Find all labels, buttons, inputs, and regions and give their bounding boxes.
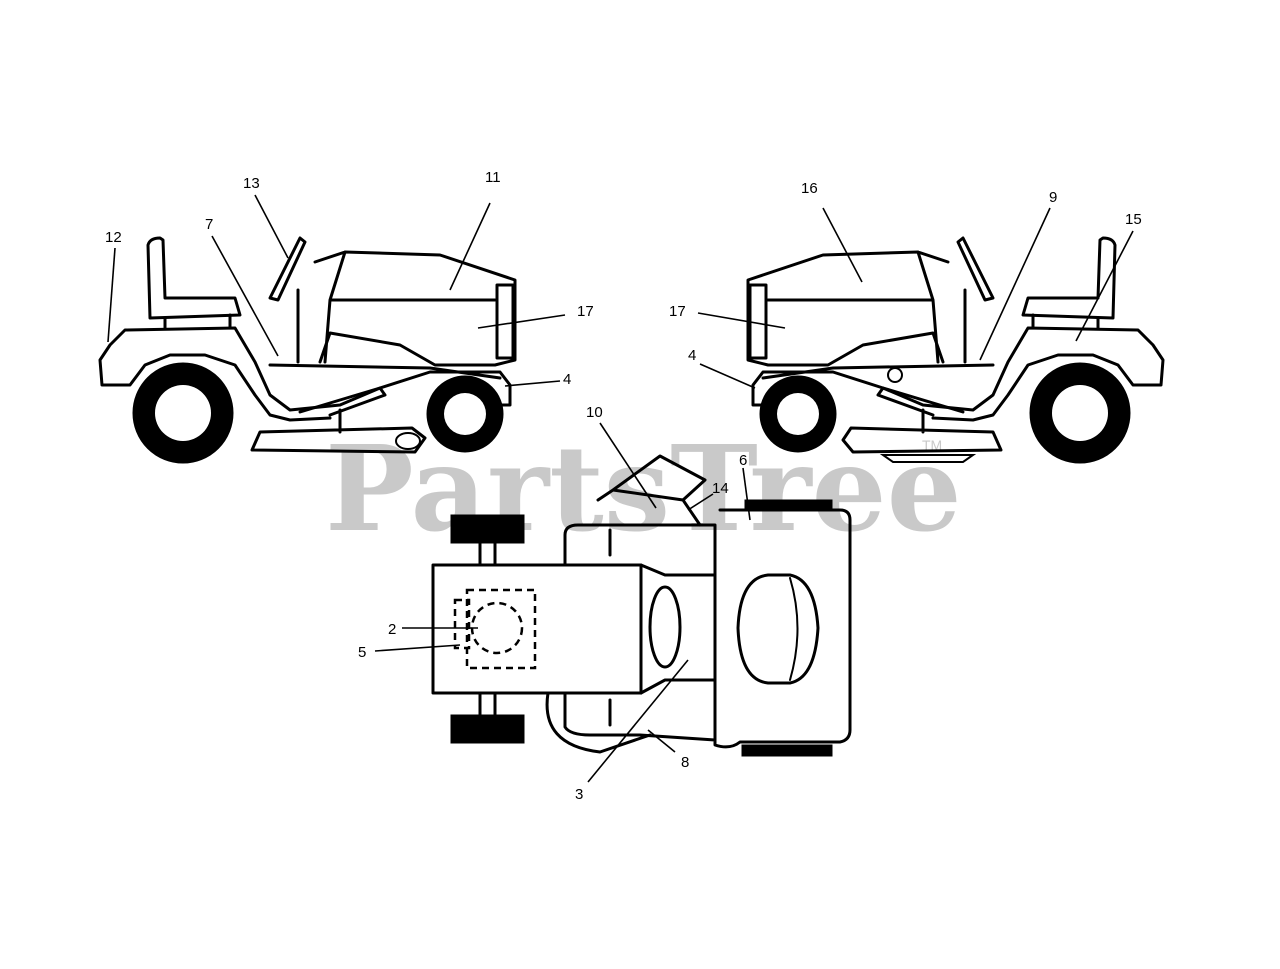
hood-top	[431, 563, 643, 695]
front-left-tire	[450, 514, 525, 544]
callout-12: 12	[105, 229, 122, 246]
rear-left-tire	[744, 499, 833, 512]
fuel-cap	[470, 601, 524, 655]
callout-11: 11	[485, 169, 501, 186]
callout-14: 14	[712, 480, 729, 497]
callout-15: 15	[1125, 211, 1142, 228]
leader-lines	[107, 194, 1134, 783]
callout-17-right: 17	[669, 303, 686, 320]
callout-6: 6	[739, 452, 747, 469]
tractor-right-side-view	[746, 236, 1165, 464]
front-right-tire	[450, 714, 525, 744]
hood	[313, 250, 517, 367]
steering-wheel-top	[648, 585, 682, 669]
callout-10: 10	[586, 404, 603, 421]
callout-4-right: 4	[688, 347, 696, 364]
tractor-top-view	[431, 454, 852, 757]
watermark-trademark: TM	[922, 437, 942, 453]
console	[639, 563, 717, 695]
seat	[146, 236, 242, 320]
callout-7: 7	[205, 216, 213, 233]
frame	[268, 363, 502, 380]
callout-8: 8	[681, 754, 689, 771]
callout-4-left: 4	[563, 371, 571, 388]
rear-body	[563, 508, 852, 749]
callout-labels: 13 11 12 7 17 4 16 9 15 17 4 10 14 6 2 5…	[105, 169, 1142, 803]
callout-3: 3	[575, 786, 583, 803]
seat-top	[736, 573, 820, 685]
mower-deck	[250, 386, 427, 454]
front-grille	[495, 283, 515, 360]
callout-17-left: 17	[577, 303, 594, 320]
callout-9: 9	[1049, 189, 1057, 206]
steering-wheel	[268, 236, 307, 302]
rear-right-tire	[741, 744, 833, 757]
callout-5: 5	[358, 644, 366, 661]
tractor-left-side-view	[98, 236, 517, 464]
callout-2: 2	[388, 621, 396, 638]
callout-16: 16	[801, 180, 818, 197]
callout-13: 13	[243, 175, 260, 192]
deck-side	[545, 691, 652, 754]
